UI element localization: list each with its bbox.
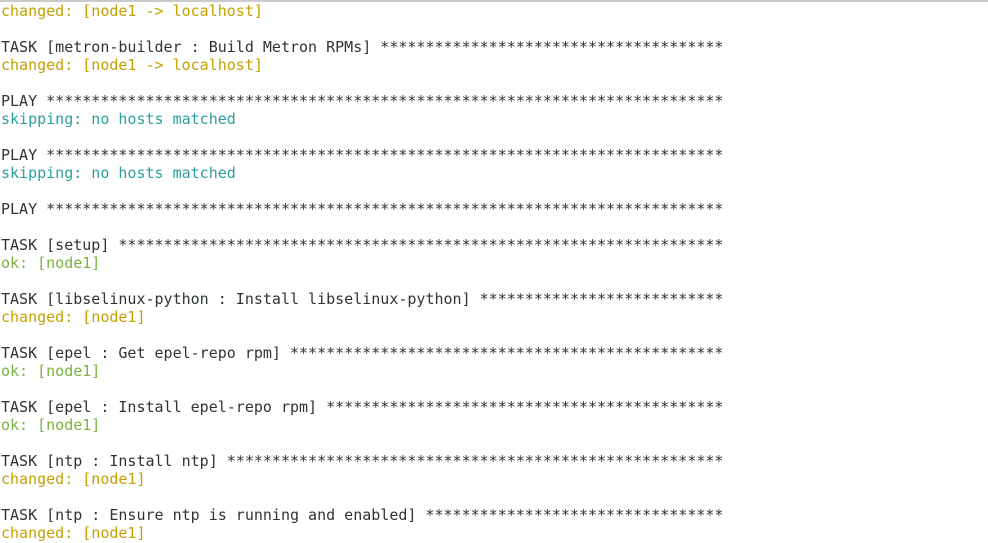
terminal-line: ok: [node1] [1,362,101,380]
terminal-line: changed: [node1] [1,308,146,326]
terminal-blank-line [1,326,988,344]
terminal-blank-line [1,488,988,506]
terminal-line: ok: [node1] [1,254,101,272]
terminal-line: TASK [metron-builder : Build Metron RPMs… [1,38,724,56]
terminal-blank-line [1,182,988,200]
terminal-line: TASK [ntp : Install ntp] ***************… [1,452,724,470]
terminal-blank-line [1,20,988,38]
terminal-blank-line [1,128,988,146]
terminal-line: ok: [node1] [1,416,101,434]
terminal-line: PLAY ***********************************… [1,92,724,110]
terminal-line: changed: [node1 -> localhost] [1,2,263,20]
terminal-line: skipping: no hosts matched [1,164,236,182]
terminal-line: PLAY ***********************************… [1,200,724,218]
terminal-line: TASK [epel : Install epel-repo rpm] ****… [1,398,724,416]
window-chrome-edge [0,0,988,2]
terminal-line: TASK [libselinux-python : Install libsel… [1,290,724,308]
terminal-blank-line [1,380,988,398]
terminal-blank-line [1,218,988,236]
terminal-line: TASK [setup] ***************************… [1,236,724,254]
terminal-blank-line [1,434,988,452]
terminal-line: changed: [node1] [1,470,146,488]
terminal-line: changed: [node1 -> localhost] [1,56,263,74]
terminal-line: TASK [ntp : Ensure ntp is running and en… [1,506,724,524]
terminal-line: PLAY ***********************************… [1,146,724,164]
terminal-line: skipping: no hosts matched [1,110,236,128]
terminal-blank-line [1,272,988,290]
terminal-line: TASK [epel : Get epel-repo rpm] ********… [1,344,724,362]
terminal-line: changed: [node1] [1,524,146,542]
terminal-blank-line [1,74,988,92]
